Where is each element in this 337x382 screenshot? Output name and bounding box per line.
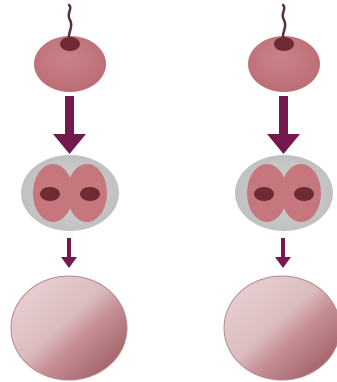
nucleus-left	[40, 187, 60, 201]
sperm-head	[274, 37, 294, 51]
egg-cell	[34, 36, 106, 92]
two-nucleus-cell-right	[235, 155, 333, 231]
nucleus-right	[294, 187, 314, 201]
column-right	[223, 3, 337, 381]
single-cell-right	[223, 275, 337, 381]
arrow-small-left	[61, 238, 77, 268]
single-cell-left	[10, 275, 128, 381]
sperm-tail	[67, 3, 73, 44]
sperm-entering-cell-right	[248, 3, 320, 92]
nucleus-right	[80, 187, 100, 201]
nucleus-left	[254, 187, 274, 201]
egg-cell	[248, 36, 320, 92]
arrow-large-right	[267, 96, 300, 154]
two-nucleus-cell-left	[21, 155, 119, 231]
sphere	[223, 275, 337, 381]
arrow-small-right	[275, 238, 291, 268]
sperm-entering-cell-left	[34, 3, 106, 92]
sphere	[10, 275, 128, 381]
sperm-tail	[281, 3, 287, 44]
arrow-large-left	[53, 96, 86, 154]
column-left	[10, 3, 128, 381]
sperm-head	[60, 37, 80, 51]
